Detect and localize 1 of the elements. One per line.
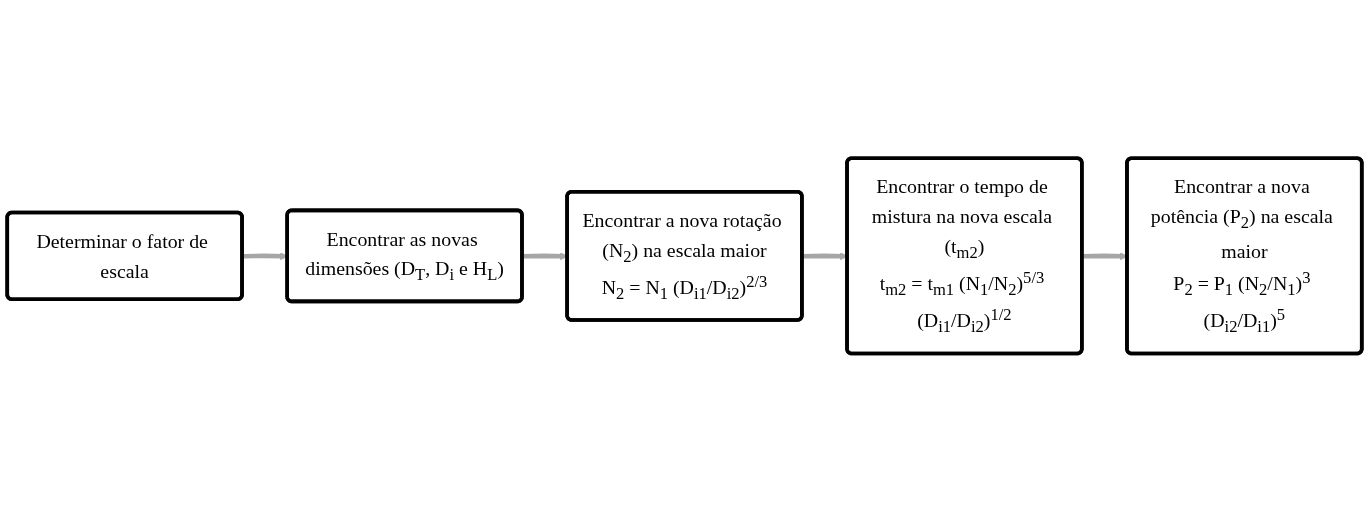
arrow <box>1082 251 1128 260</box>
